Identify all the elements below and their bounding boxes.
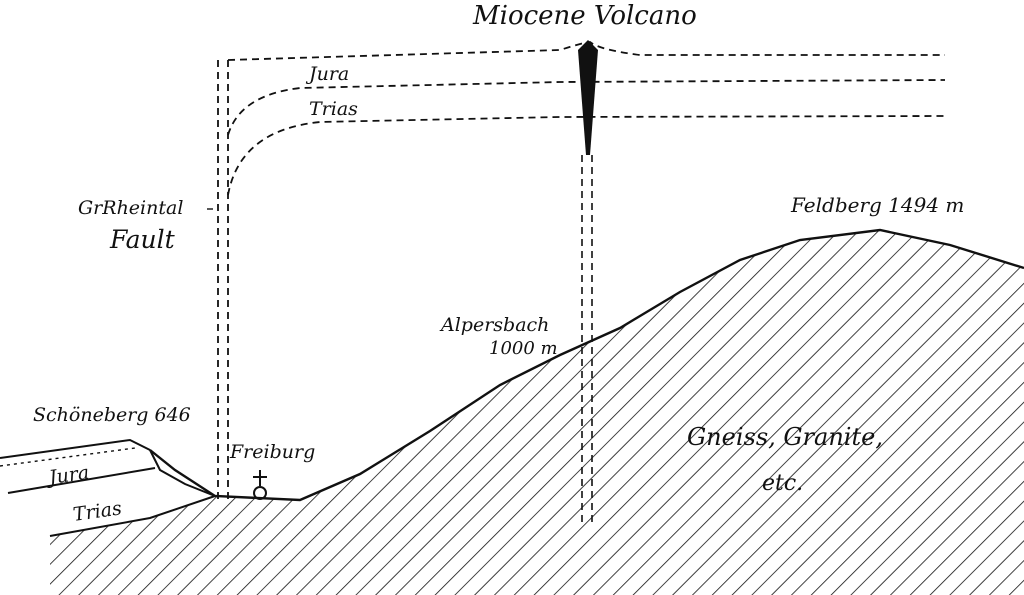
fault-label-line2: Fault <box>109 225 176 254</box>
rheintal-fault <box>217 60 229 500</box>
gneiss-label-line1: Gneiss, Granite, <box>687 423 883 451</box>
volcano-label: Miocene Volcano <box>472 1 697 31</box>
schoneberg-label: Schöneberg 646 <box>33 404 191 426</box>
trias-lower-label: Trias <box>72 497 124 526</box>
alpersbach-label-line2: 1000 m <box>489 338 558 359</box>
left-trias-base-line <box>49 495 216 537</box>
feldberg-label: Feldberg 1494 m <box>790 193 964 217</box>
gneiss-label-line2: etc. <box>762 471 803 496</box>
fault-label-line1: GrRheintal <box>78 197 183 219</box>
jura-lower-label: Jura <box>44 462 91 490</box>
volcano-conduit <box>578 40 598 525</box>
left-strata <box>0 438 216 497</box>
trias-upper-label: Trias <box>309 98 358 120</box>
basement-hatch <box>50 230 1024 595</box>
jura-upper-label: Jura <box>305 63 349 85</box>
church-cross-icon <box>253 470 267 500</box>
alpersbach-label-line1: Alpersbach <box>439 314 549 336</box>
ground-surface-line <box>149 228 1024 502</box>
freiburg-label: Freiburg <box>229 441 315 463</box>
